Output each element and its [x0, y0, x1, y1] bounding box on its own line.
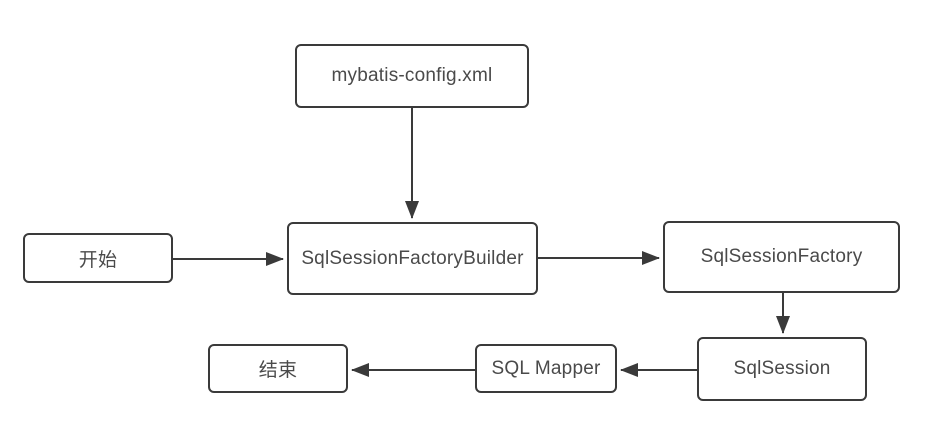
- node-label: mybatis-config.xml: [331, 65, 493, 86]
- node-label: 开始: [78, 249, 118, 271]
- node-sqlsessionfactory: SqlSessionFactory: [663, 221, 900, 293]
- node-label: SqlSessionFactory: [700, 246, 863, 267]
- node-label: SqlSession: [733, 358, 831, 379]
- node-label: 结束: [258, 360, 298, 381]
- node-start: 开始: [23, 233, 173, 283]
- node-end: 结束: [208, 344, 348, 393]
- node-mybatis-config-xml: mybatis-config.xml: [295, 44, 529, 108]
- node-label: SQL Mapper: [491, 357, 601, 379]
- node-sql-mapper: SQL Mapper: [475, 344, 617, 393]
- node-sqlsession: SqlSession: [697, 337, 867, 401]
- node-label: SqlSessionFactoryBuilder: [301, 247, 524, 269]
- node-sqlsessionfactorybuilder: SqlSessionFactoryBuilder: [287, 222, 538, 295]
